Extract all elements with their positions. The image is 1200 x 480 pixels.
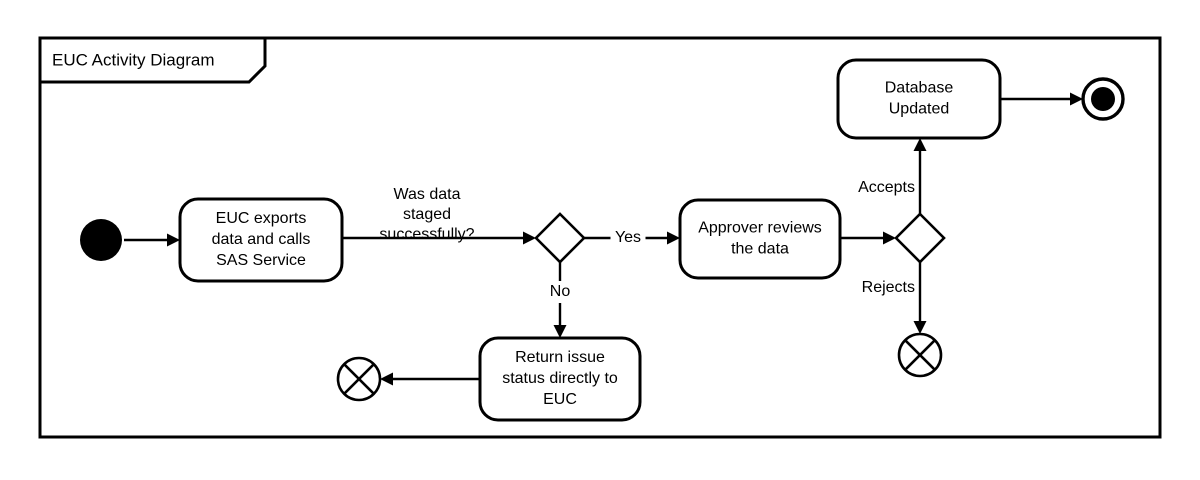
activity-return-issue-status-shape[interactable]: [478, 336, 642, 422]
flow-final-node-reject-x-stroke-2: [904, 339, 936, 371]
edge-start-to-export[interactable]: [124, 233, 180, 247]
flow-final-node-issue-x-stroke-2: [343, 363, 375, 395]
edge-export-to-decision-arrowhead: [523, 231, 536, 245]
edge-accepts-to-database-updated-label: Accepts: [858, 179, 915, 196]
edge-decision-no-to-return-issue-label: No: [550, 283, 571, 300]
edge-approver-to-decision-arrowhead: [883, 231, 896, 245]
diagram-frame: EUC Activity Diagram: [38, 36, 1162, 439]
edge-rejects-to-flow-final-label: Rejects: [862, 279, 915, 296]
flow-final-node-issue[interactable]: [336, 356, 382, 402]
edge-accepts-to-database-updated-arrowhead: [913, 138, 927, 151]
edge-return-issue-to-flow-final[interactable]: [380, 372, 480, 386]
edge-return-issue-to-flow-final-arrowhead: [380, 372, 393, 386]
activity-database-updated-shape[interactable]: [836, 58, 1002, 140]
activity-euc-exports-shape[interactable]: [178, 197, 344, 283]
activity-final-node-core: [1091, 87, 1115, 111]
initial-node[interactable]: [80, 219, 122, 261]
decision-approval-shape[interactable]: [894, 212, 946, 264]
edge-database-updated-to-end[interactable]: [1000, 92, 1083, 106]
edge-approver-to-decision[interactable]: [840, 231, 896, 245]
diagram-frame-border: [38, 36, 1162, 439]
edge-accepts-to-database-updated[interactable]: [913, 138, 927, 214]
edge-decision-yes-to-approver-label-backdrop: [610, 227, 646, 249]
edge-rejects-to-flow-final-arrowhead: [913, 321, 927, 334]
edge-rejects-to-flow-final[interactable]: [913, 262, 927, 334]
edge-decision-no-to-return-issue-arrowhead: [553, 325, 567, 338]
edge-export-to-decision[interactable]: [342, 231, 536, 245]
decision-was-data-staged[interactable]: [534, 212, 586, 264]
edge-decision-yes-to-approver-label: Yes: [615, 229, 641, 246]
decision-approval[interactable]: [894, 212, 946, 264]
edge-database-updated-to-end-arrowhead: [1070, 92, 1083, 106]
activity-approver-reviews-shape[interactable]: [678, 198, 842, 280]
diagram-frame-title: EUC Activity Diagram: [52, 50, 214, 69]
flow-final-node-reject[interactable]: [897, 332, 943, 378]
edge-decision-yes-to-approver-arrowhead: [667, 231, 680, 245]
initial-node-shape[interactable]: [80, 219, 122, 261]
decision-was-data-staged-shape[interactable]: [534, 212, 586, 264]
edge-decision-no-to-return-issue-label-backdrop: [547, 281, 573, 303]
diagram-frame-tab: [38, 36, 267, 84]
edge-start-to-export-arrowhead: [167, 233, 180, 247]
activity-final-node[interactable]: [1081, 77, 1125, 121]
